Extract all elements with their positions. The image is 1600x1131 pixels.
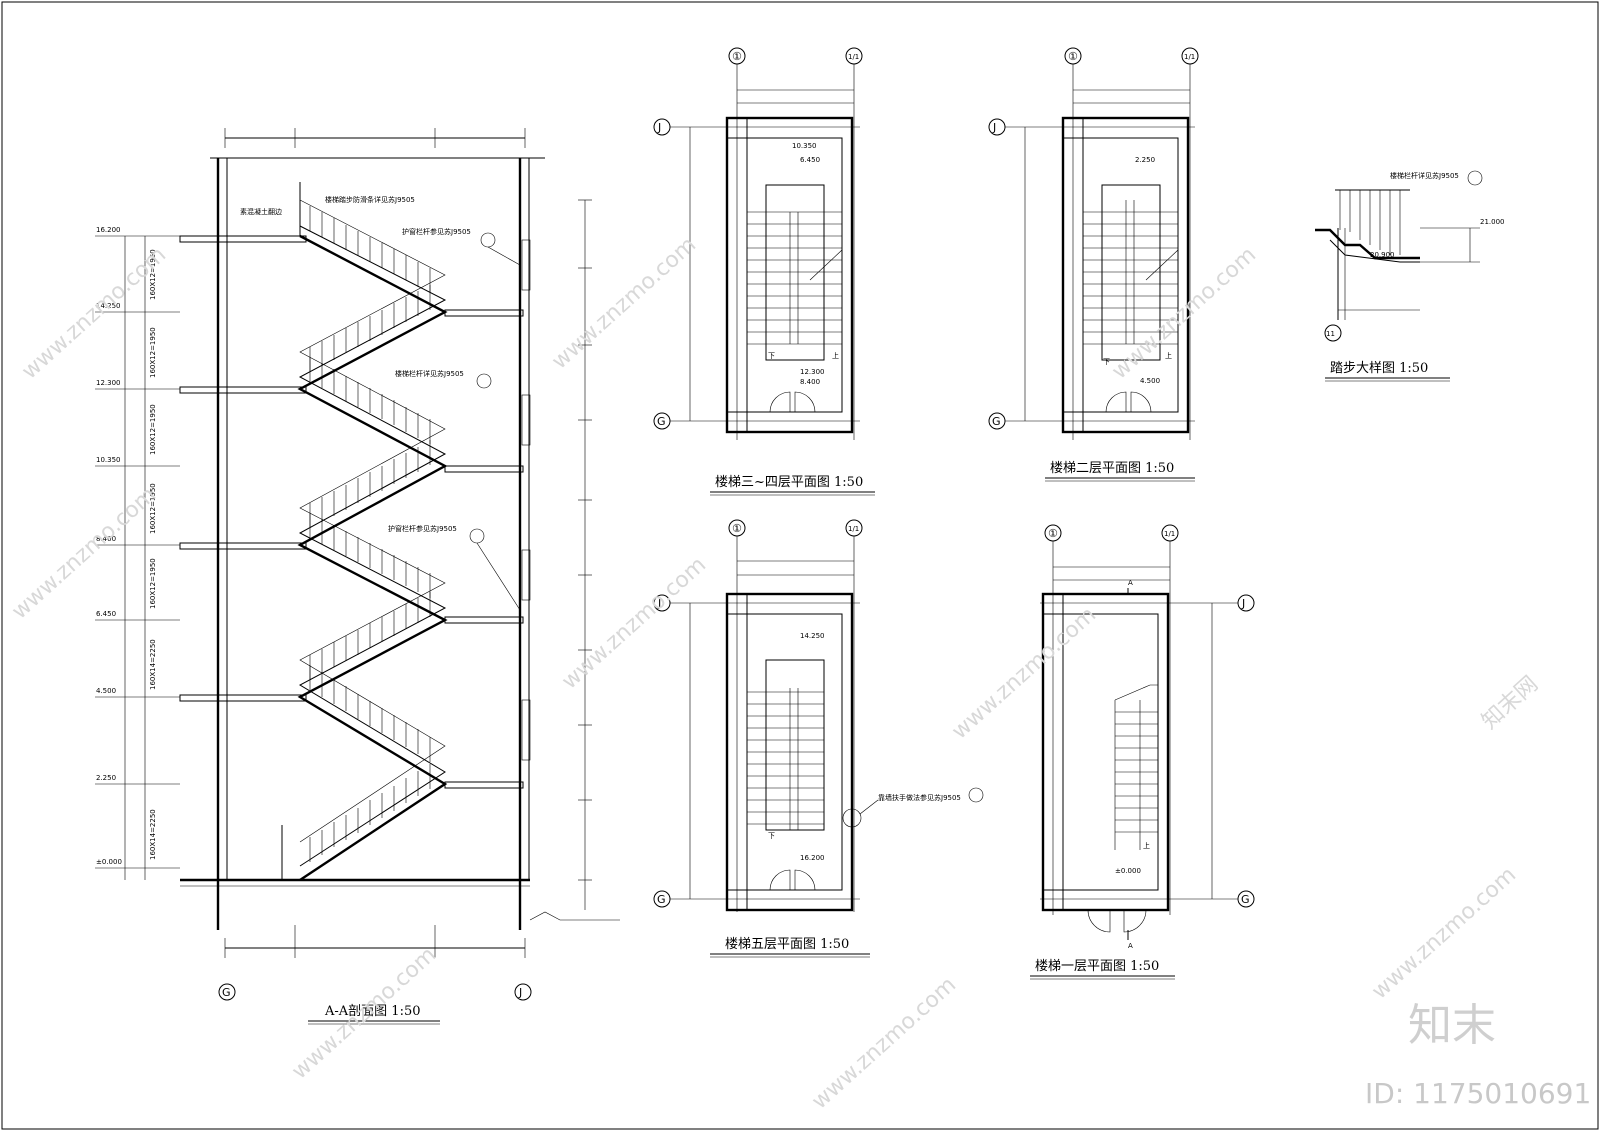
cut-label: A — [1128, 579, 1133, 587]
watermark: 知末网 — [1477, 672, 1543, 735]
up-label: 上 — [1143, 841, 1150, 850]
flight-dim: 160X14=2250 — [149, 809, 157, 860]
axis-label-j: J — [1241, 597, 1245, 610]
plan-title: 楼梯三~四层平面图 1:50 — [715, 475, 863, 490]
flight-dim: 160X12=1950 — [149, 249, 157, 300]
plan-title: 楼梯五层平面图 1:50 — [725, 937, 849, 952]
floor-slabs — [179, 235, 524, 789]
plan-floor-2: ① 1/1 J G 2.250 4.500 下 上 楼梯二层平面图 1:50 — [988, 47, 1199, 482]
elev-16200: 16.200 — [96, 226, 121, 234]
up-label: 上 — [832, 351, 839, 360]
elev-14250: 14.250 — [96, 302, 121, 310]
elev-4500: 4.500 — [96, 687, 116, 695]
note-window-rail-2: 护窗栏杆参见苏J9505 — [388, 524, 457, 533]
elev-12300: 12.300 — [96, 379, 121, 387]
axis-label-1-1: 1/1 — [848, 525, 859, 533]
level: 12.300 — [800, 368, 825, 376]
axis-label-g: G — [992, 415, 1001, 428]
axis-label-1-1: 1/1 — [848, 53, 859, 61]
detail-level-1: 21.000 — [1480, 218, 1505, 226]
up-label: 上 — [1165, 351, 1172, 360]
watermark: www.znzmo.com — [1107, 242, 1261, 384]
plan-floor-1: ① 1/1 J G 上 ±0.000 A A 楼梯一层平面图 1:50 — [1030, 524, 1255, 980]
axis-label-g: G — [222, 986, 231, 999]
axis-label-g: G — [657, 415, 666, 428]
elev-8400: 8.400 — [96, 535, 116, 543]
level: 14.250 — [800, 632, 825, 640]
watermark: www.znzmo.com — [1367, 862, 1521, 1004]
axis-label-j: J — [518, 986, 522, 999]
flight-dim: 160X12=1950 — [149, 483, 157, 534]
elev-6450: 6.450 — [96, 610, 116, 618]
watermark: www.znzmo.com — [807, 972, 961, 1114]
note-stair-rail: 楼梯栏杆详见苏J9505 — [395, 369, 464, 378]
watermark: www.znzmo.com — [547, 232, 701, 374]
section-aa: 16.200 14.250 12.300 10.350 8.400 6.450 … — [95, 128, 620, 1025]
axis-label-1: ① — [1048, 527, 1058, 540]
elevation-labels: 16.200 14.250 12.300 10.350 8.400 6.450 … — [96, 226, 122, 866]
elev-2250: 2.250 — [96, 774, 116, 782]
flight-dim: 160X14=2250 — [149, 639, 157, 690]
level: ±0.000 — [1115, 867, 1141, 875]
axis-bubble-g — [218, 983, 236, 1001]
level: 8.400 — [800, 378, 820, 386]
elev-0000: ±0.000 — [96, 858, 122, 866]
level: 4.500 — [1140, 377, 1160, 385]
plan-title: 楼梯二层平面图 1:50 — [1050, 461, 1174, 476]
axis-label-g: G — [657, 893, 666, 906]
watermark: www.znzmo.com — [557, 552, 711, 694]
level: 2.250 — [1135, 156, 1155, 164]
flight-dim: 160X12=1950 — [149, 558, 157, 609]
flight-dim: 160X12=1950 — [149, 404, 157, 455]
axis-label-1-1: 1/1 — [1184, 53, 1195, 61]
plan-floor-5: ① 1/1 J G 14.250 16.200 下 靠墙扶手做法参见苏J9505… — [653, 519, 984, 958]
axis-bubble-j — [514, 983, 532, 1001]
level: 6.450 — [800, 156, 820, 164]
image-id: ID: 1175010691 — [1365, 1077, 1591, 1110]
note-anti-slip: 楼梯踏步防滑条详见苏J9505 — [325, 195, 415, 204]
axis-label-1: ① — [1068, 50, 1078, 63]
brand-logo-text: 知末 — [1408, 1000, 1496, 1051]
flight-dimensions: 160X12=1950 160X12=1950 160X12=1950 160X… — [149, 249, 157, 860]
note-handrail: 靠墙扶手做法参见苏J9505 — [878, 793, 961, 802]
watermark: www.znzmo.com — [947, 602, 1101, 744]
level: 16.200 — [800, 854, 825, 862]
plan-floor-3-4: ① 1/1 J G 10.350 6.450 12.300 8.400 下 上 … — [653, 47, 875, 496]
down-label: 下 — [768, 832, 775, 840]
stair-flights — [281, 182, 448, 882]
axis-label-g: G — [1241, 893, 1250, 906]
note-window-rail: 护窗栏杆参见苏J9505 — [402, 227, 471, 236]
down-label: 下 — [768, 352, 775, 360]
axis-label-1-1: 1/1 — [1164, 530, 1175, 538]
note-slab: 素混凝土翻边 — [240, 207, 282, 216]
axis-label-j: J — [992, 121, 996, 134]
elev-10350: 10.350 — [96, 456, 121, 464]
section-title: A-A剖面图 1:50 — [324, 1004, 421, 1019]
flight-dim: 160X12=1950 — [149, 327, 157, 378]
detail-title: 踏步大样图 1:50 — [1330, 361, 1428, 376]
step-detail: 楼梯栏杆详见苏J9505 21.000 20.900 11 踏步大样图 1:50 — [1315, 170, 1505, 382]
axis-label-1: ① — [732, 50, 742, 63]
detail-note: 楼梯栏杆详见苏J9505 — [1390, 171, 1459, 180]
watermark: www.znzmo.com — [7, 482, 161, 624]
axis-label-1: ① — [732, 522, 742, 535]
detail-level-2: 20.900 — [1370, 251, 1395, 259]
down-label: 下 — [1103, 358, 1110, 366]
plan-title: 楼梯一层平面图 1:50 — [1035, 959, 1159, 974]
detail-axis: 11 — [1326, 330, 1335, 338]
axis-label-j: J — [657, 597, 661, 610]
axis-label-j: J — [657, 121, 661, 134]
level: 10.350 — [792, 142, 817, 150]
cut-label: A — [1128, 942, 1133, 950]
